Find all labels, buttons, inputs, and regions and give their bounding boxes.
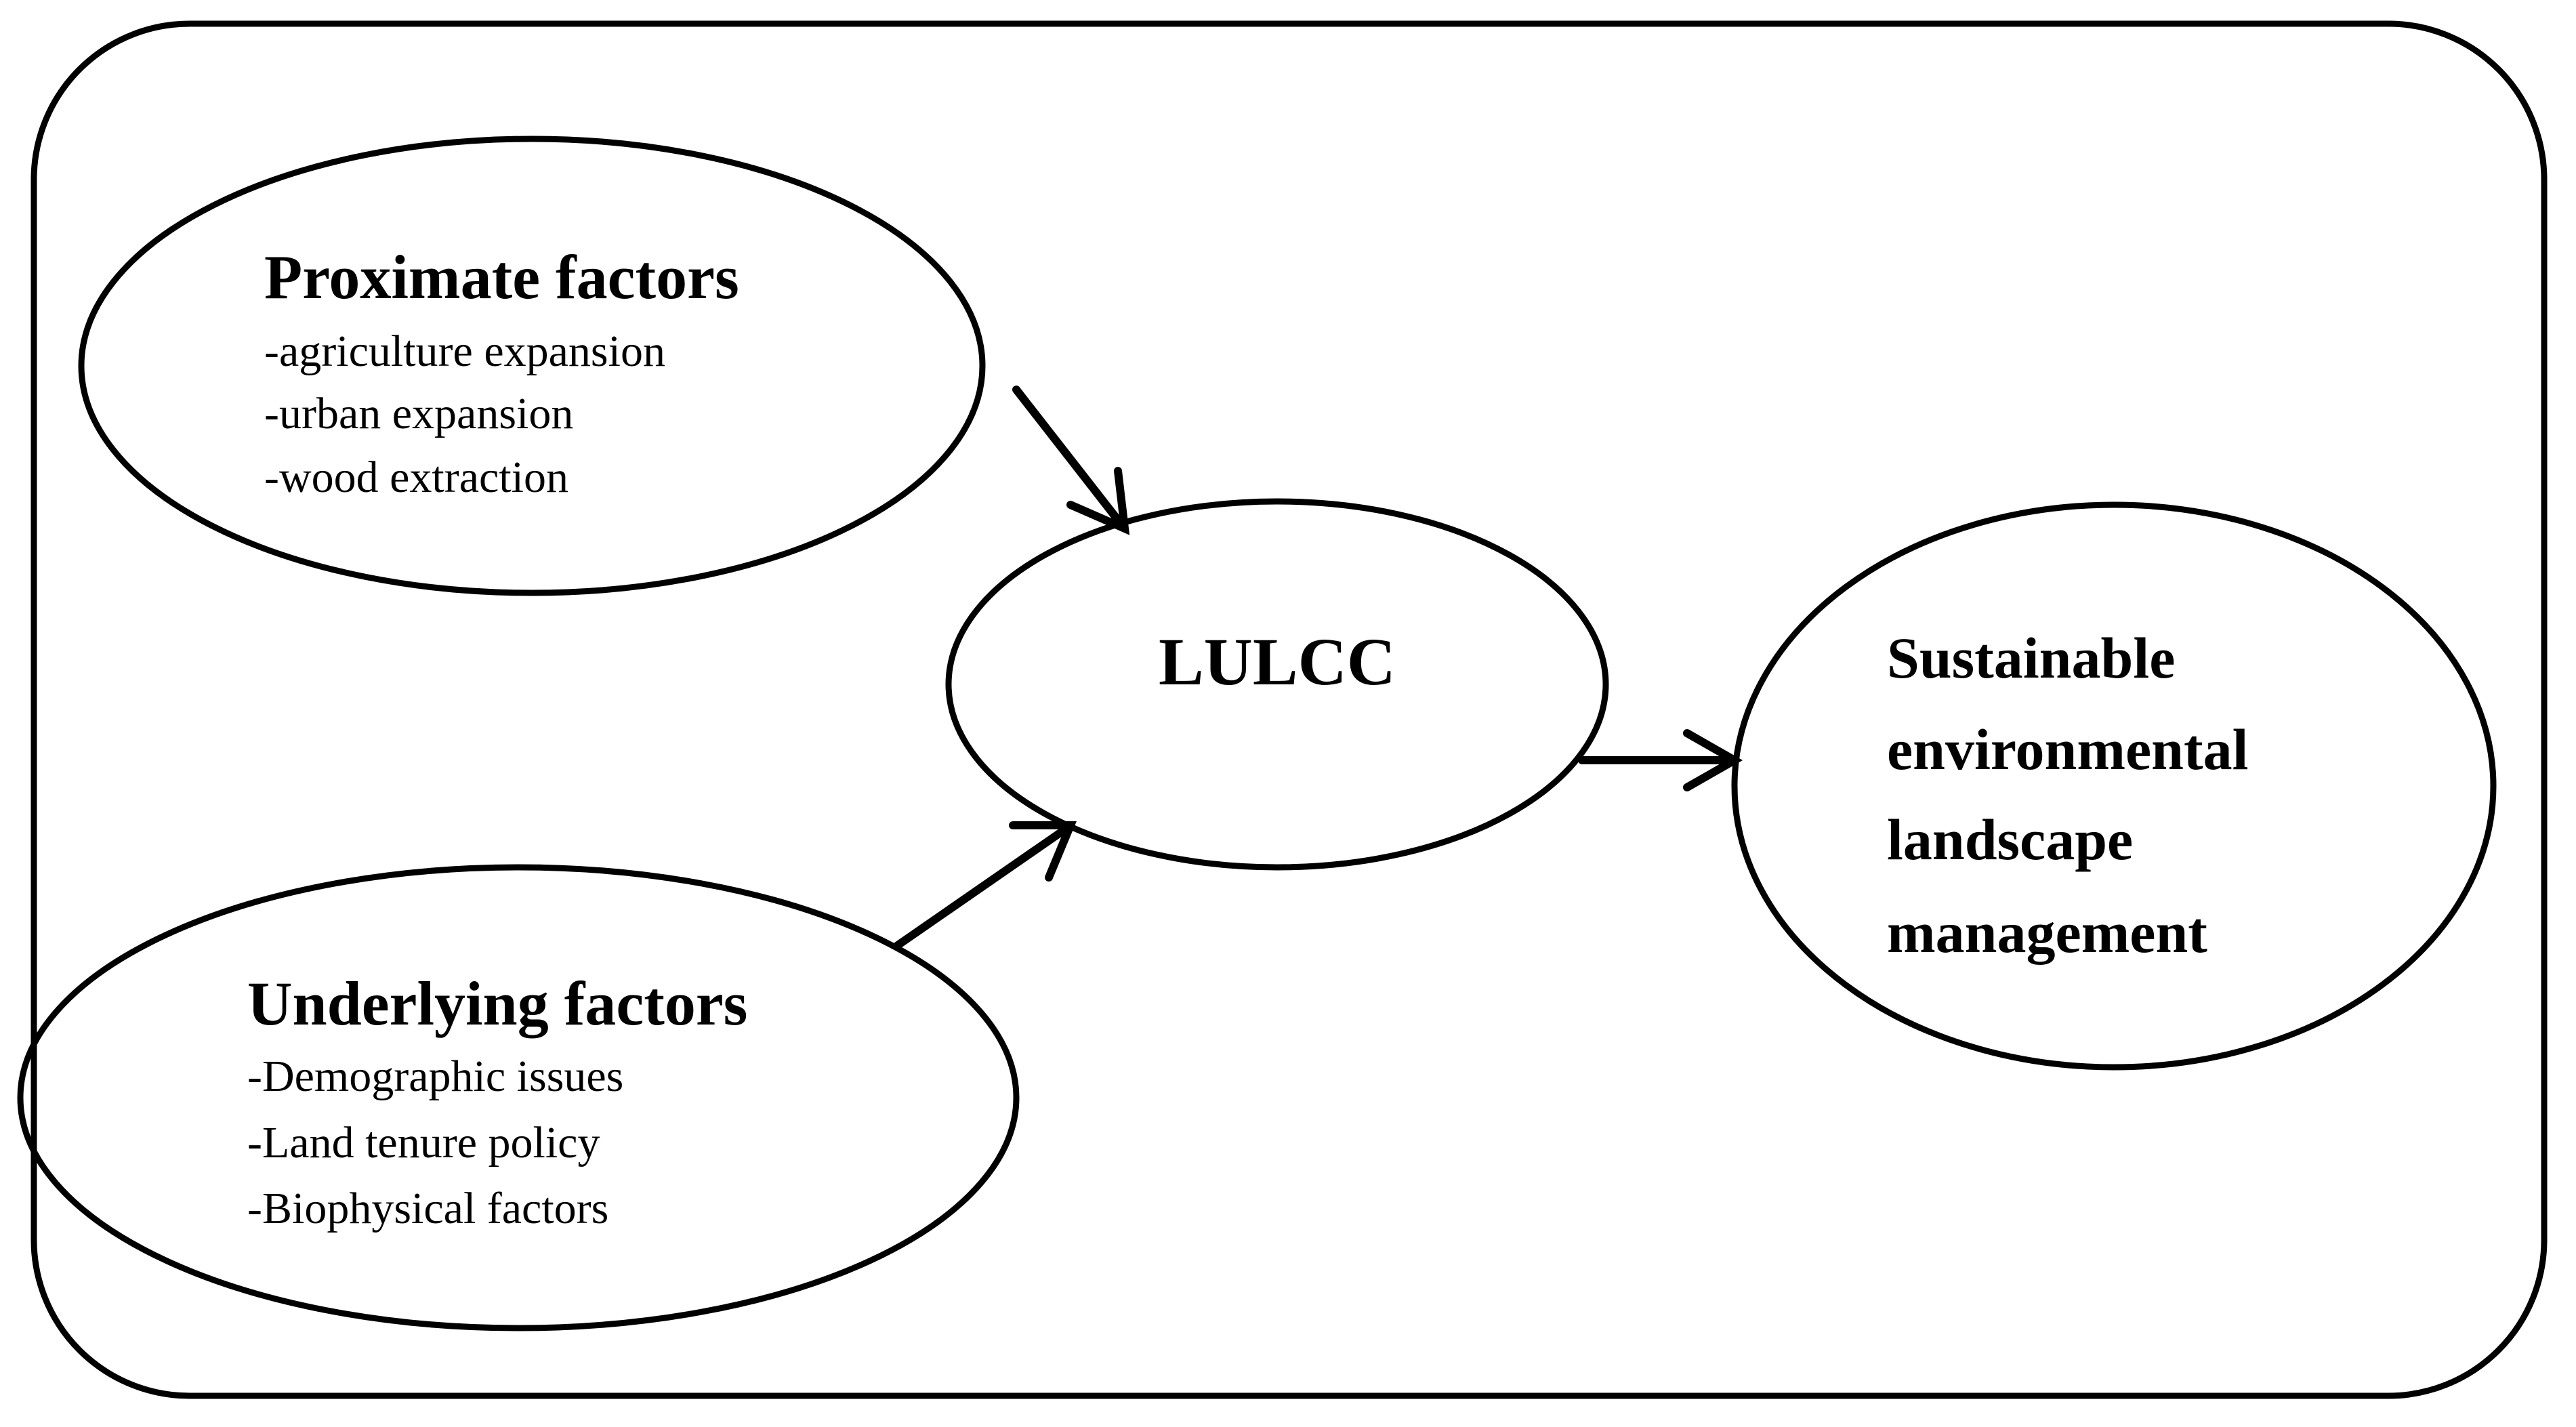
lulcc-node [945,498,1609,871]
underlying-factors-title: Underlying factors [247,969,747,1038]
outcome-line: landscape [1887,807,2133,872]
proximate-factors-title: Proximate factors [264,243,739,312]
outer-frame [30,20,2548,1399]
proximate-factors-node [78,136,986,596]
outcome-line: Sustainable [1887,625,2175,690]
outcome-line: management [1887,900,2207,965]
underlying-factor-item: -Land tenure policy [247,1118,600,1167]
underlying-factor-item: -Demographic issues [247,1052,623,1101]
proximate-factor-item: -wood extraction [264,453,568,502]
outcome-line: environmental [1887,717,2249,782]
underlying-factors-node [17,864,1020,1331]
lulcc-title: LULCC [1159,624,1396,699]
arrow-underlying-to-lulcc [894,821,1077,949]
proximate-factor-item: -urban expansion [264,389,573,438]
arrow-proximate-to-lulcc [1012,386,1130,535]
sustainable-management-node [1731,501,2497,1071]
arrow-lulcc-to-outcome [1578,729,1743,791]
underlying-factor-item: -Biophysical factors [247,1184,608,1233]
proximate-factor-item: -agriculture expansion [264,327,665,376]
